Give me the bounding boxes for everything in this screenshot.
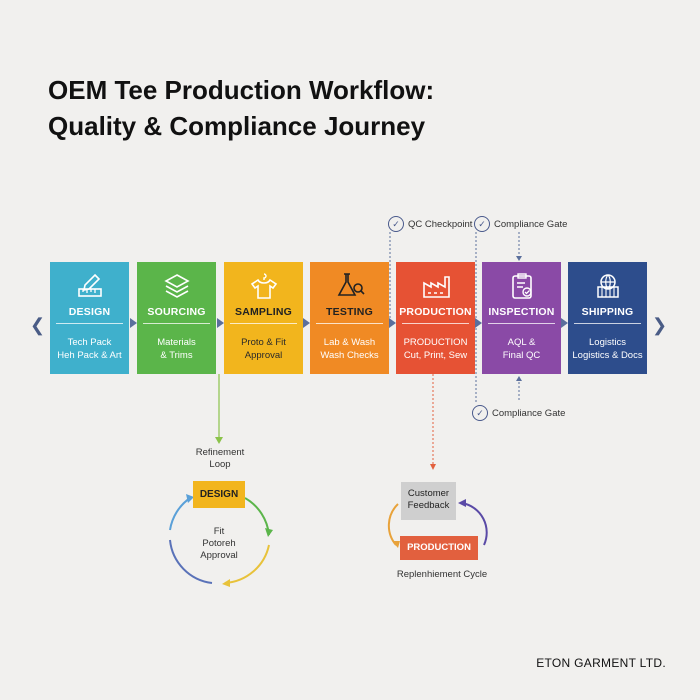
stage-desc-line-1: Tech Pack	[67, 337, 112, 348]
feedback-line-2: Feedback	[407, 500, 450, 511]
stage-name: DESIGN	[68, 306, 111, 318]
stage-divider	[143, 323, 210, 324]
flow-arrow-icon	[130, 318, 137, 328]
stage-desc-line-1: AQL &	[507, 337, 536, 348]
refinement-arc-lightblue	[169, 497, 191, 531]
stage-divider	[574, 323, 641, 324]
replenishment-arc-purple	[461, 502, 488, 546]
company-name: ETON GARMENT LTD.	[536, 656, 666, 670]
refinement-arrowhead	[215, 437, 223, 444]
flow-arrow-icon	[217, 318, 224, 328]
stage-name: SAMPLING	[234, 306, 293, 318]
replenishment-arrowhead	[430, 464, 436, 470]
compliance-gate-top-label: Compliance Gate	[494, 218, 568, 230]
stage-desc-line-1: Materials	[157, 337, 196, 348]
refinement-arc-green-head	[265, 528, 273, 537]
fabric-layers-icon	[137, 270, 216, 302]
stage-inspection[interactable]: INSPECTION AQL & Final QC	[482, 262, 561, 374]
stage-desc-line-1: Logistics	[589, 337, 626, 348]
stage-desc-line-2: Logistics & Docs	[572, 350, 643, 361]
stage-desc-line-1: PRODUCTION	[403, 337, 468, 348]
stage-name: TESTING	[326, 306, 373, 318]
replenishment-cycle-label: Replenhiement Cycle	[396, 569, 488, 580]
replenishment-arc-purple-head	[458, 499, 466, 507]
check-circle-icon: ✓	[474, 216, 490, 232]
compliance-gate-bottom-label: Compliance Gate	[492, 407, 566, 419]
stage-name: SOURCING	[147, 306, 206, 318]
stage-divider	[316, 323, 383, 324]
refinement-center-text: Fit Potoreh Approval	[189, 526, 249, 562]
stage-divider	[56, 323, 123, 324]
stage-name: INSPECTION	[488, 306, 555, 318]
flow-arrow-icon	[303, 318, 310, 328]
stage-name: PRODUCTION	[399, 306, 472, 318]
stage-description: AQL & Final QC	[482, 336, 561, 362]
customer-feedback-box[interactable]: Customer Feedback	[401, 482, 456, 520]
stage-desc-line-2: Heh Pack & Art	[57, 350, 122, 361]
flow-arrow-icon	[475, 318, 482, 328]
stage-divider	[402, 323, 469, 324]
refinement-center-line-2: Potoreh	[202, 538, 236, 549]
compliance-gate-bottom-arrowhead	[516, 376, 522, 381]
globe-box-icon	[568, 270, 647, 302]
stage-desc-line-1: Proto & Fit	[241, 337, 286, 348]
qc-checkpoint: ✓ QC Checkpoint	[388, 216, 472, 232]
stage-description: PRODUCTION Cut, Print, Sew	[396, 336, 475, 362]
flask-magnifier-icon	[310, 270, 389, 302]
stage-desc-line-2: & Trims	[160, 350, 193, 361]
refinement-arc-lightblue-head	[186, 494, 194, 503]
replenishment-production-box[interactable]: PRODUCTION	[400, 536, 478, 560]
refinement-loop-label: Refinement Loop	[185, 447, 255, 471]
refinement-label-line-1: Refinement	[195, 447, 245, 458]
ruler-pencil-icon	[50, 270, 129, 302]
stage-desc-line-1: Lab & Wash	[323, 337, 376, 348]
clipboard-check-icon	[482, 270, 561, 302]
replenishment-arc-orange	[387, 503, 399, 546]
compliance-gate-top-arrowhead	[516, 256, 522, 261]
check-circle-icon: ✓	[472, 405, 488, 421]
stage-production[interactable]: PRODUCTION PRODUCTION Cut, Print, Sew	[396, 262, 475, 374]
stage-divider	[230, 323, 297, 324]
check-circle-icon: ✓	[388, 216, 404, 232]
refinement-design-box[interactable]: DESIGN	[193, 481, 245, 508]
stage-name: SHIPPING	[581, 306, 634, 318]
stage-sourcing[interactable]: SOURCING Materials & Trims	[137, 262, 216, 374]
compliance-gate-bottom: ✓ Compliance Gate	[472, 405, 565, 421]
factory-icon	[396, 270, 475, 302]
feedback-line-1: Customer	[407, 488, 450, 499]
stage-desc-line-2: Approval	[244, 350, 283, 361]
page-title: OEM Tee Production Workflow: Quality & C…	[48, 72, 434, 144]
title-line-2: Quality & Compliance Journey	[48, 111, 426, 141]
stage-desc-line-2: Cut, Print, Sew	[403, 350, 468, 361]
stage-divider	[488, 323, 555, 324]
stage-desc-line-2: Final QC	[502, 350, 541, 361]
chevron-left-icon[interactable]: ❮	[30, 315, 46, 335]
compliance-gate-top: ✓ Compliance Gate	[474, 216, 567, 232]
flow-arrow-icon	[389, 318, 396, 328]
refinement-arc-yellow-head	[222, 579, 230, 587]
qc-checkpoint-label: QC Checkpoint	[408, 218, 473, 230]
refinement-center-line-1: Fit	[213, 526, 225, 537]
replenishment-arc-orange-head	[392, 541, 400, 548]
refinement-arc-blue	[169, 539, 213, 584]
tshirt-hanger-icon	[224, 270, 303, 302]
stage-desc-line-2: Wash Checks	[320, 350, 379, 361]
stage-description: Materials & Trims	[137, 336, 216, 362]
chevron-right-icon[interactable]: ❯	[652, 315, 668, 335]
refinement-label-line-2: Loop	[209, 459, 231, 470]
flow-arrow-icon	[561, 318, 568, 328]
title-line-1: OEM Tee Production Workflow:	[48, 75, 435, 105]
refinement-center-line-3: Approval	[200, 550, 238, 561]
refinement-arc-yellow	[224, 544, 270, 584]
